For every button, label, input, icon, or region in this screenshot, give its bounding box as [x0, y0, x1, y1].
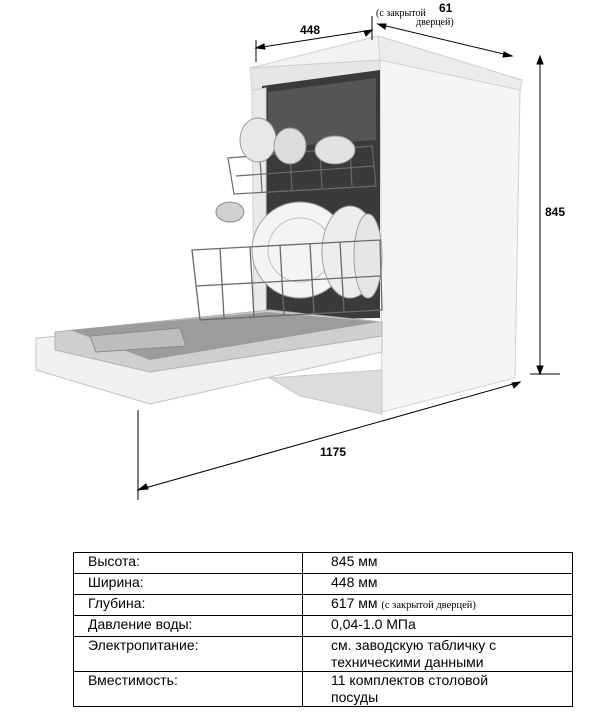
- spec-value: см. заводскую табличку с техническими да…: [302, 636, 573, 672]
- table-row: Глубина: 617 мм (с закрытой дверцей): [73, 594, 573, 616]
- spec-value: 11 комплектов столовой посуды: [302, 671, 573, 707]
- spec-value: 0,04-1.0 МПа: [302, 615, 573, 637]
- height-dimension-label: 845: [545, 205, 565, 219]
- closed-depth-note-line-1: (с закрытой: [376, 8, 426, 19]
- closed-depth-dimension-label: 61: [439, 1, 453, 15]
- spec-label: Глубина:: [73, 594, 303, 616]
- specifications-table: Высота: 845 мм Ширина: 448 мм Глубина: 6…: [73, 552, 573, 707]
- spec-label: Высота:: [73, 552, 303, 574]
- open-depth-dimension-label: 1175: [320, 445, 346, 459]
- spec-value-cell: 617 мм (с закрытой дверцей): [302, 594, 573, 616]
- spec-note: (с закрытой дверцей): [381, 600, 476, 611]
- table-row: Ширина: 448 мм: [73, 573, 573, 595]
- width-dimension-label: 448: [300, 23, 320, 37]
- closed-depth-note-line-2: дверцей): [416, 17, 454, 28]
- table-row: Электропитание: см. заводскую табличку с…: [73, 636, 573, 672]
- spec-label: Вместимость:: [73, 671, 303, 707]
- dimension-lines: [136, 16, 560, 500]
- spec-value: 448 мм: [302, 573, 573, 595]
- spec-value: 845 мм: [302, 552, 573, 574]
- table-row: Давление воды: 0,04-1.0 МПа: [73, 615, 573, 637]
- spec-label: Электропитание:: [73, 636, 303, 672]
- spec-label: Давление воды:: [73, 615, 303, 637]
- spec-value: 617 мм: [331, 595, 378, 611]
- table-row: Высота: 845 мм: [73, 552, 573, 574]
- dishwasher-illustration: [35, 35, 523, 415]
- table-row: Вместимость: 11 комплектов столовой посу…: [73, 671, 573, 707]
- dishwasher-diagram: 448 845 1175 61 (с закрытой дверцей): [35, 1, 565, 500]
- spec-label: Ширина:: [73, 573, 303, 595]
